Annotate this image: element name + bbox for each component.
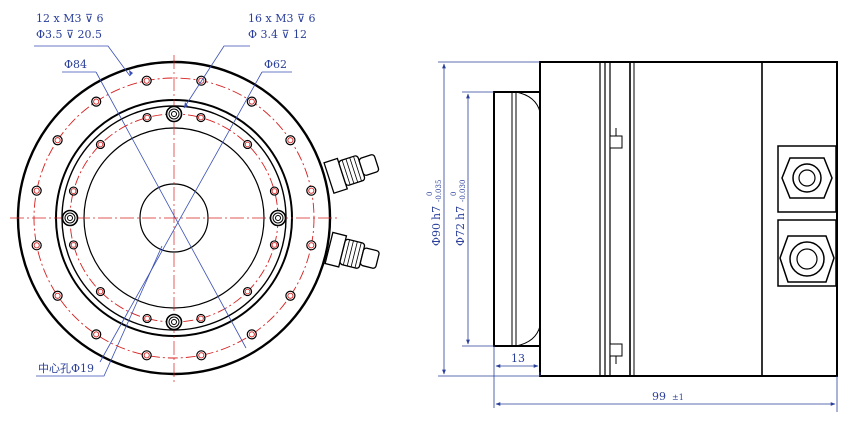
phi72-lower: -0.030 xyxy=(459,180,467,202)
inner-bolt-hole xyxy=(68,240,79,250)
front-view: 12 x M3 ⊽ 6 Φ3.5 ⊽ 20.5 16 x M3 ⊽ 6 Φ 3.… xyxy=(10,12,380,382)
spigot xyxy=(493,91,541,347)
inner-bolt-hole xyxy=(68,186,79,196)
phi90-lower: -0.035 xyxy=(435,180,443,202)
leader-arrow xyxy=(184,102,188,108)
callout-tr-line1: 16 x M3 ⊽ 6 xyxy=(248,12,316,25)
phi90-label: Φ90 xyxy=(430,223,443,246)
outer-bolt-hole xyxy=(52,135,63,146)
leader-arrow xyxy=(129,70,133,76)
dimension-inner-diameter: Φ62 xyxy=(264,58,287,71)
dimension-phi90 xyxy=(438,61,540,377)
inner-bolt-hole xyxy=(269,240,280,250)
overall-length-label: 99 xyxy=(652,390,666,403)
threaded-insert xyxy=(269,209,287,227)
outer-bolt-hole xyxy=(285,135,296,146)
cable-gland-lower xyxy=(324,231,380,269)
clip xyxy=(609,343,623,357)
outer-bolt-holes xyxy=(31,75,317,361)
dimension-99 xyxy=(495,376,838,412)
outer-bolt-hole xyxy=(306,185,317,196)
outer-bolt-hole xyxy=(306,240,317,251)
threaded-insert xyxy=(165,105,183,123)
callout-tr-line2: Φ 3.4 ⊽ 12 xyxy=(248,28,307,41)
outer-bolt-hole xyxy=(31,185,42,196)
outer-bolt-hole xyxy=(91,329,102,340)
outer-bolt-hole xyxy=(285,290,296,301)
inner-bolt-hole xyxy=(95,286,106,297)
outer-bolt-hole xyxy=(141,75,152,86)
outer-bolt-hole xyxy=(246,96,257,107)
callout-tl-line1: 12 x M3 ⊽ 6 xyxy=(36,12,104,25)
outer-bolt-hole xyxy=(91,96,102,107)
phi90-upper: 0 xyxy=(426,192,434,196)
clip xyxy=(609,135,623,149)
inner-bolt-hole xyxy=(269,186,280,196)
outer-bolt-hole xyxy=(31,240,42,251)
outer-bolt-hole xyxy=(52,290,63,301)
overall-tolerance-label: ±1 xyxy=(672,393,684,402)
threaded-insert-holes xyxy=(61,105,287,331)
dimension-13 xyxy=(493,346,541,408)
side-view: Φ90 h7 0 -0.035 Φ72 h7 0 -0.030 13 99 ±1 xyxy=(426,61,838,412)
inner-bolt-hole xyxy=(242,286,253,297)
inner-bolt-hole xyxy=(242,139,253,150)
gland-side-upper xyxy=(777,145,837,213)
cable-gland-upper xyxy=(323,154,380,195)
flange-length-label: 13 xyxy=(511,352,525,365)
outer-bolt-hole xyxy=(196,350,207,361)
dimension-outer-diameter: Φ84 xyxy=(64,58,87,71)
phi72-fit: h7 xyxy=(454,206,467,220)
inner-bolt-hole xyxy=(142,112,152,123)
inner-bolt-hole xyxy=(196,313,206,324)
phi90-fit: h7 xyxy=(430,206,443,220)
dimension-phi72 xyxy=(462,91,494,347)
outer-bolt-hole xyxy=(246,329,257,340)
gland-side-lower xyxy=(777,219,837,287)
leader-lines xyxy=(34,45,292,377)
threaded-insert xyxy=(165,313,183,331)
inner-bolt-hole xyxy=(196,112,206,123)
phi72-label: Φ72 xyxy=(454,223,467,246)
inner-bolt-holes xyxy=(68,112,280,324)
threaded-insert xyxy=(61,209,79,227)
phi72-upper: 0 xyxy=(450,192,458,196)
housing-body xyxy=(539,61,838,377)
outer-bolt-hole xyxy=(141,350,152,361)
center-hole-label: 中心孔Φ19 xyxy=(38,362,94,375)
inner-bolt-hole xyxy=(95,139,106,150)
inner-bolt-hole xyxy=(142,313,152,324)
callout-tl-line2: Φ3.5 ⊽ 20.5 xyxy=(36,28,102,41)
